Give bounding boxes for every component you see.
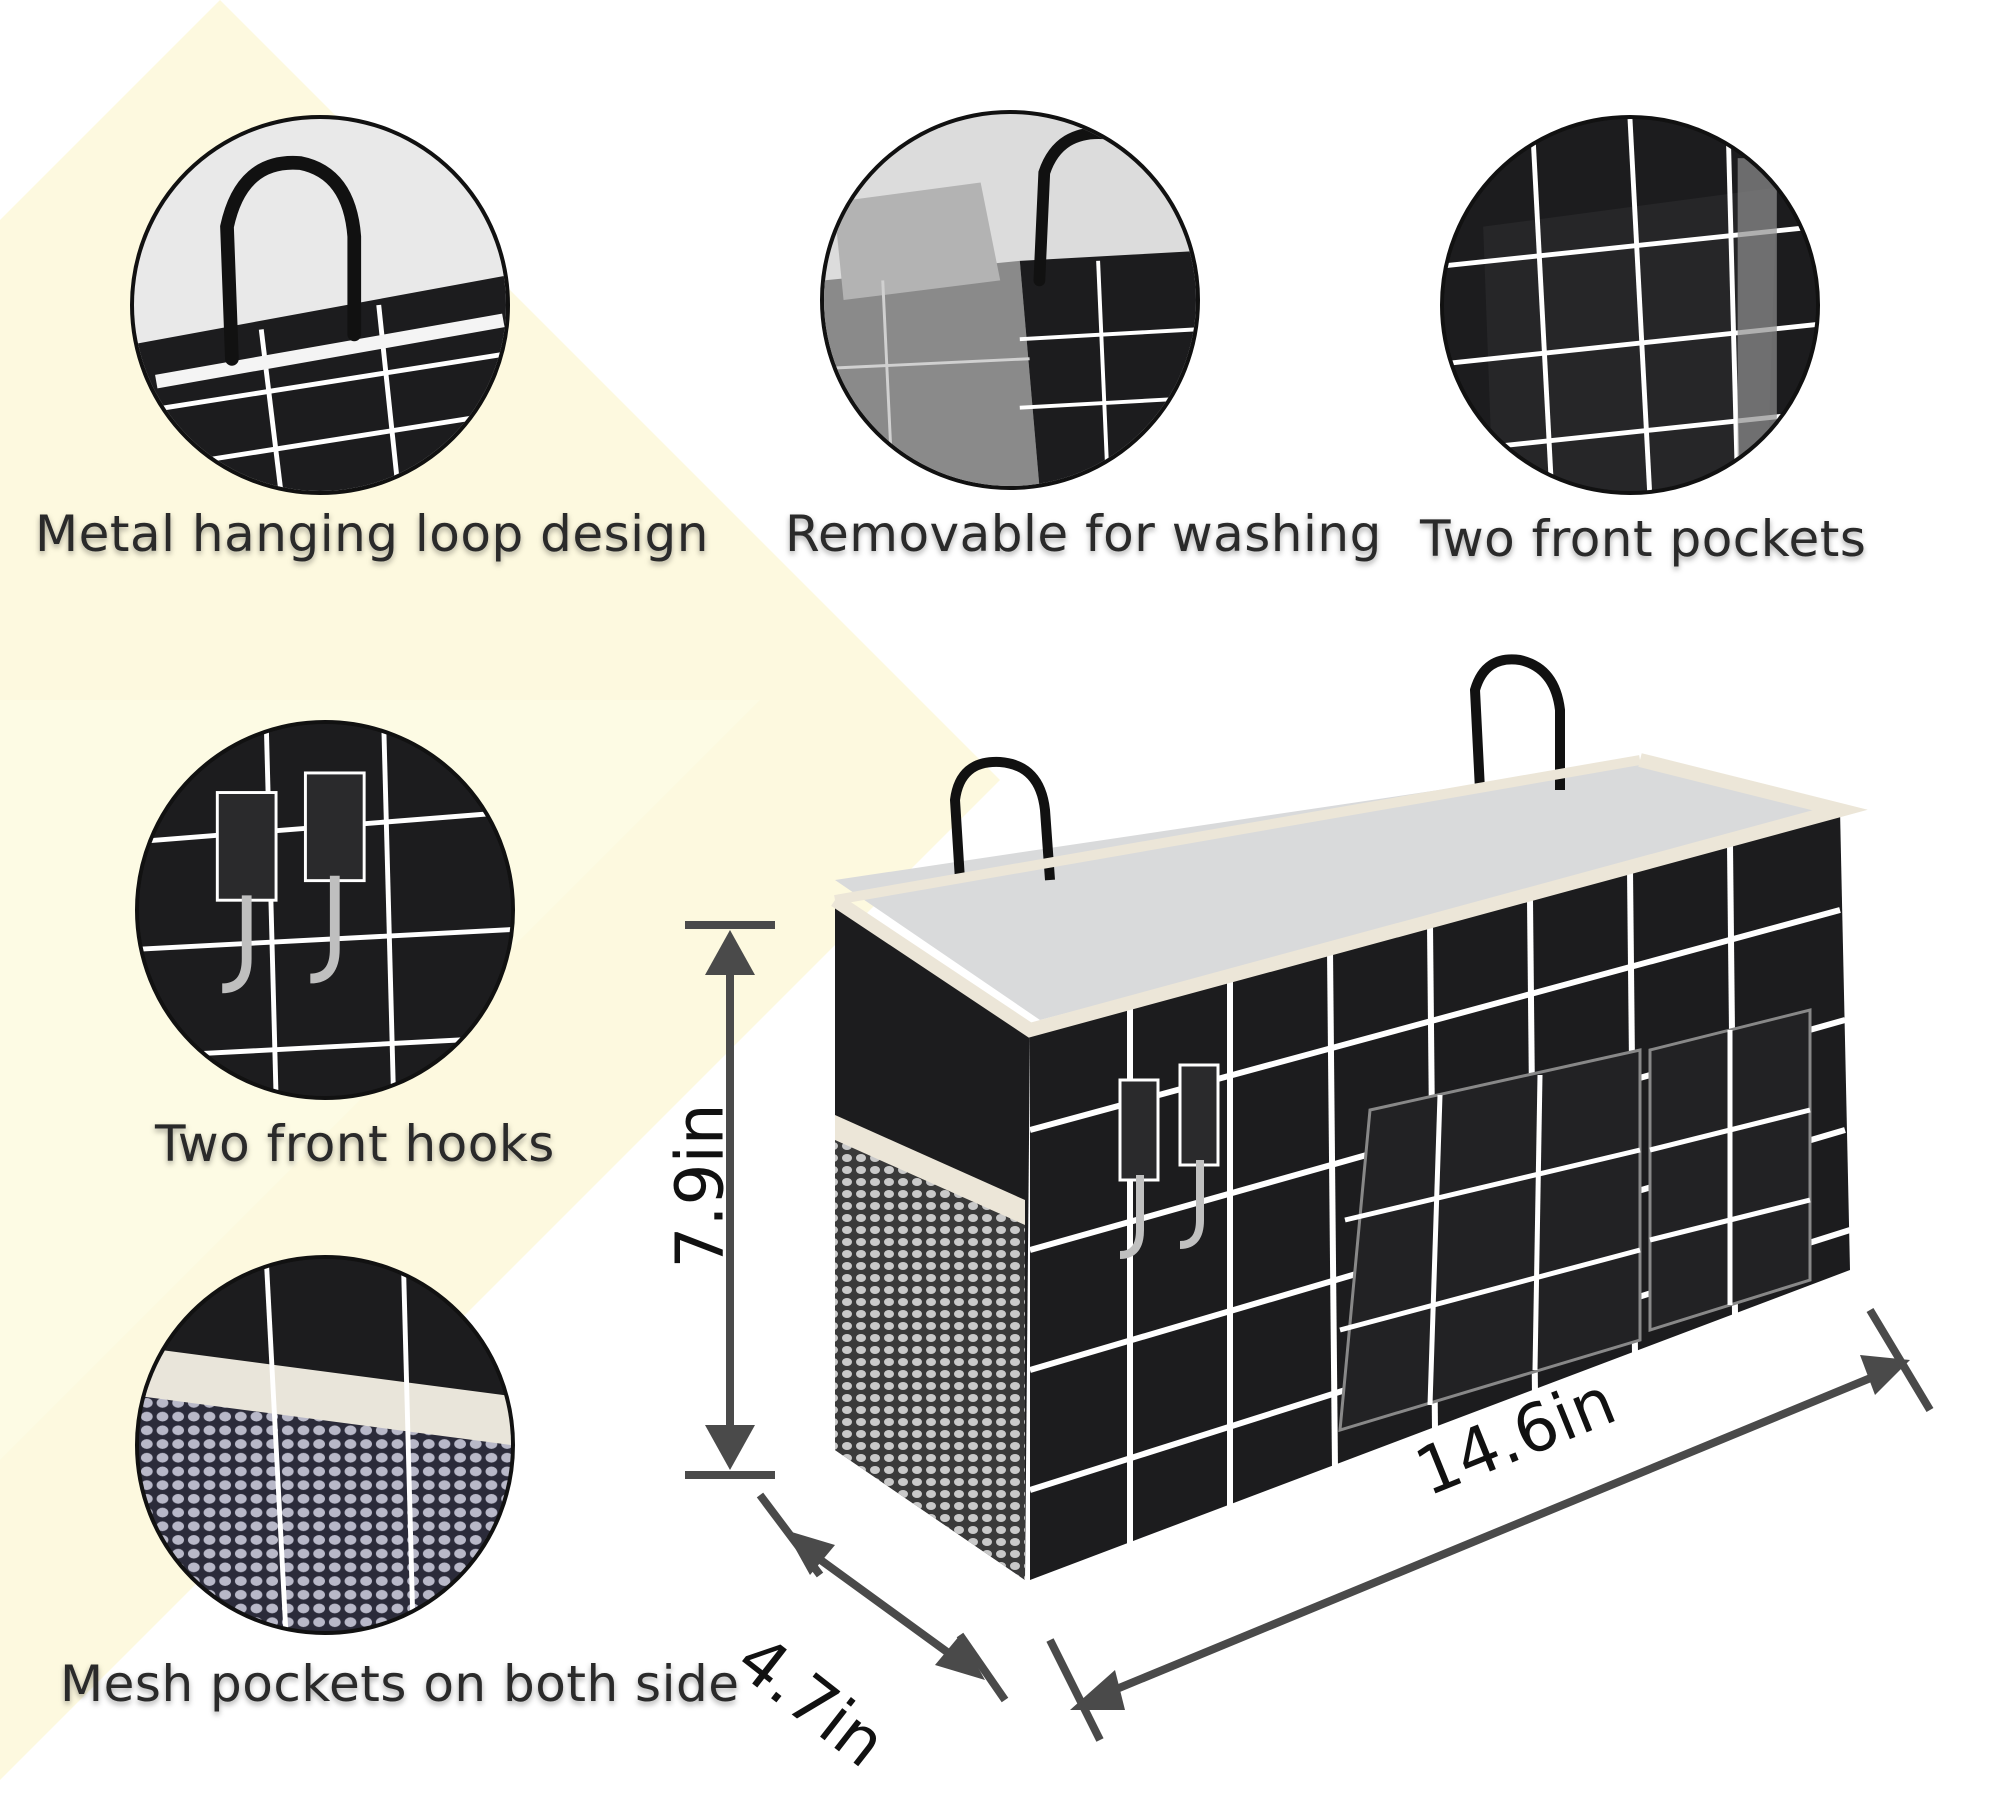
hook-closeup [135, 720, 515, 1100]
mesh-pocket-icon [139, 1259, 511, 1631]
metal-loop-icon [134, 119, 506, 491]
feature-label: Metal hanging loop design [35, 505, 709, 563]
feature-label: Mesh pockets on both side [60, 1655, 740, 1713]
mesh-pocket-closeup [135, 1255, 515, 1635]
removable-cover-icon [824, 114, 1196, 486]
side-mesh-pocket [835, 1130, 1025, 1580]
feature-label: Two front hooks [155, 1115, 555, 1173]
height-dimension-label: 7.9in [661, 1103, 739, 1269]
front-pocket-closeup [1440, 115, 1820, 495]
metal-loop-closeup [130, 115, 510, 495]
front-pocket-left [1338, 1048, 1642, 1433]
feature-label: Two front pockets [1420, 510, 1867, 568]
hook-icon [139, 724, 511, 1096]
removable-cover-closeup [820, 110, 1200, 490]
front-pocket-icon [1444, 119, 1816, 491]
feature-label: Removable for washing [785, 505, 1382, 563]
dimension-arrows [685, 921, 1934, 1742]
